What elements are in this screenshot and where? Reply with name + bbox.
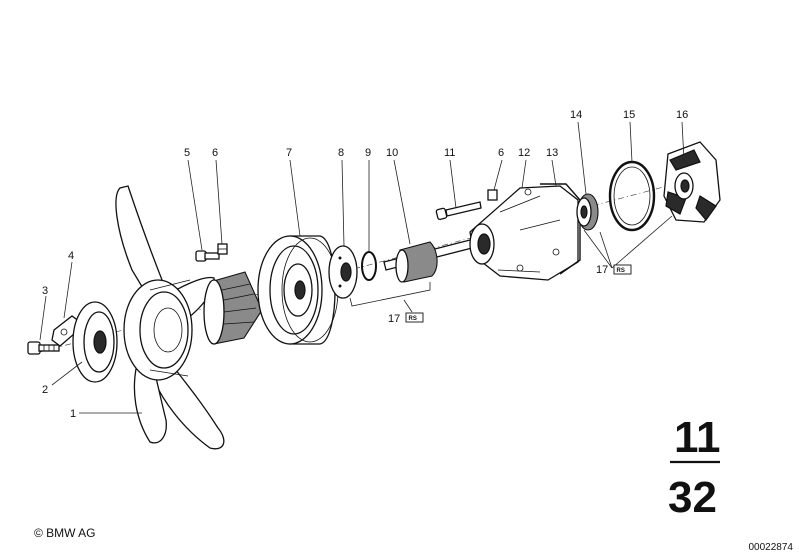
- rs-mark-right: RS: [617, 268, 625, 274]
- part-8-flange[interactable]: [328, 245, 358, 299]
- part-12-pump-housing[interactable]: [469, 185, 579, 281]
- callout-7: 7: [286, 147, 292, 159]
- part-6-nut-left[interactable]: [217, 243, 228, 255]
- part-14-seal[interactable]: [576, 193, 599, 231]
- part-16-impeller[interactable]: [663, 141, 721, 223]
- callout-labels: 1 2 3 4 5 6 7 8 9 10 11 6 12 13 14 15 16…: [42, 109, 688, 420]
- callout-2: 2: [42, 384, 48, 396]
- callout-16: 16: [676, 109, 688, 121]
- leader-lines: [39, 121, 685, 414]
- group-code-top: 11: [674, 413, 721, 462]
- callout-17-left: 17: [388, 313, 400, 325]
- part-1-fan[interactable]: [115, 185, 225, 450]
- callout-13: 13: [546, 147, 558, 159]
- callout-12: 12: [518, 147, 530, 159]
- copyright-notice: © BMW AG: [34, 526, 96, 540]
- callout-6-right: 6: [498, 147, 504, 159]
- callout-10: 10: [386, 147, 398, 159]
- part-15-sealing-ring[interactable]: [608, 160, 656, 232]
- part-10-shaft-bearing[interactable]: [383, 239, 473, 283]
- part-7-pulley[interactable]: [257, 235, 339, 345]
- callout-15: 15: [623, 109, 635, 121]
- callout-11: 11: [444, 147, 455, 159]
- callout-9: 9: [365, 147, 371, 159]
- part-9-circlip[interactable]: [361, 251, 377, 281]
- part-3-bolt[interactable]: [27, 341, 60, 355]
- rs-mark-box-right: [613, 264, 632, 275]
- rs-mark-left: RS: [409, 316, 417, 322]
- group-code: 11 32: [668, 413, 721, 522]
- callout-8: 8: [338, 147, 344, 159]
- callout-3: 3: [42, 285, 48, 297]
- part-6-nut-right[interactable]: [487, 189, 498, 201]
- document-number: 00022874: [748, 542, 794, 553]
- part-5-small-bolt[interactable]: [195, 250, 220, 262]
- fan-spacer-hub: [203, 271, 263, 345]
- callout-4: 4: [68, 250, 74, 262]
- part-11-long-bolt[interactable]: [435, 201, 482, 221]
- callout-1: 1: [70, 408, 76, 420]
- callout-6-left: 6: [212, 147, 218, 159]
- callout-17-right: 17: [596, 264, 608, 276]
- group-code-bottom: 32: [668, 473, 717, 522]
- callout-14: 14: [570, 109, 582, 121]
- callout-5: 5: [184, 147, 190, 159]
- rs-mark-box-left: [405, 312, 424, 323]
- part-2-hub-washer[interactable]: [72, 301, 118, 383]
